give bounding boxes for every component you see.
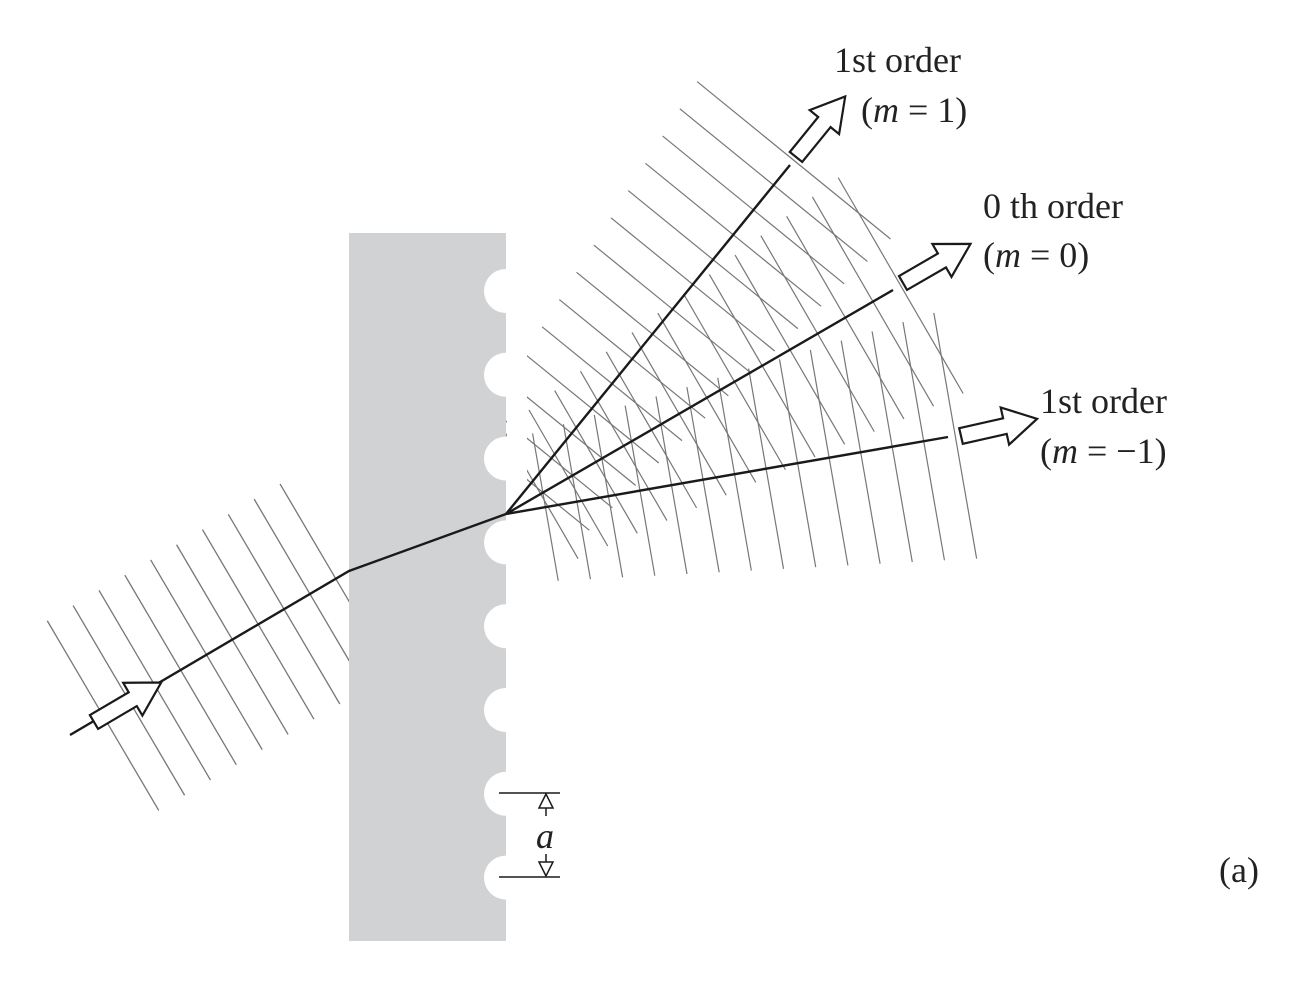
label-panel: (a) [1219,850,1259,890]
dimension-arrow-up-icon [537,792,555,809]
grating-grooves [484,233,528,943]
incident-arrow-icon [88,681,164,731]
order-plus-1-arrow-icon [788,94,847,164]
order-zero-arrow-icon [897,242,973,292]
grating [349,233,506,941]
spacing-dimension [499,792,560,878]
rays [69,164,949,737]
ray-order-plus-1 [505,164,791,515]
label-spacing-a: a [536,816,554,856]
incident-ray [69,512,507,737]
order-minus-1-arrow-icon [957,405,1040,447]
label-order-plus-1: 1st order [834,40,961,80]
wavefront-m-zero [837,177,964,394]
ray-order-zero [505,288,894,516]
ray-order-minus-1 [505,435,949,516]
dimension-arrow-down-icon [537,861,555,878]
label-m-minus-1: (m = −1) [1040,431,1167,471]
label-m-zero: (m = 0) [983,235,1090,275]
label-order-zero: 0 th order [983,186,1123,226]
wavefront-m-minus-1 [933,312,978,559]
label-order-minus-1: 1st order [1040,381,1167,421]
label-m-plus-1: (m = 1) [861,90,968,130]
